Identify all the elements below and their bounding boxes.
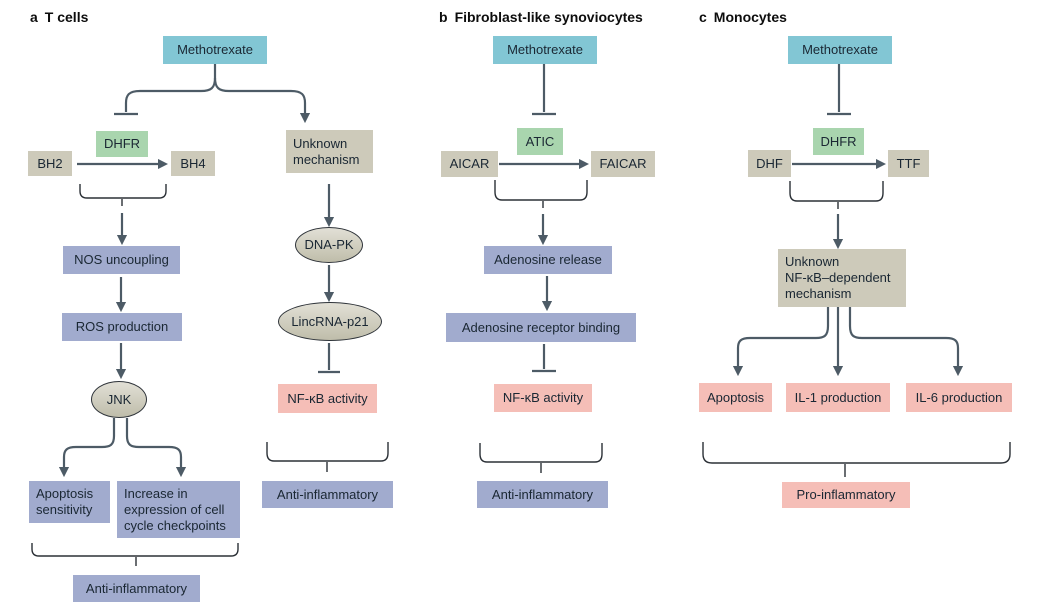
- node-il1-production: IL-1 production: [786, 383, 890, 412]
- node-nos-uncoupling: NOS uncoupling: [63, 246, 180, 274]
- panel-a-letter: a: [30, 9, 38, 25]
- bracket-bh2-bh4: [79, 184, 167, 199]
- branch-methotrexate-to-dhfr: [124, 64, 217, 112]
- node-anti-inflammatory-unknown-branch: Anti-inflammatory: [262, 481, 393, 508]
- bracket-jnk-outcomes: [31, 543, 239, 557]
- node-ros-production: ROS production: [62, 313, 182, 341]
- node-faicar: FAICAR: [591, 151, 655, 177]
- node-lincrna-p21: LincRNA-p21: [278, 302, 382, 341]
- branch-methotrexate-to-unknown: [213, 77, 311, 124]
- branch-jnk-to-cell-cycle: [125, 418, 187, 478]
- node-apoptosis-c: Apoptosis: [699, 383, 772, 412]
- node-pro-inflammatory: Pro-inflammatory: [782, 482, 910, 508]
- node-il6-production: IL-6 production: [906, 383, 1012, 412]
- node-nfkb-activity-b: NF-κB activity: [494, 384, 592, 412]
- bracket-proinflammatory: [702, 442, 1011, 464]
- branch-jnk-to-apoptosis-sensitivity: [58, 418, 116, 478]
- panel-b-header: b Fibroblast-like synoviocytes: [439, 9, 643, 25]
- node-dhfr-a: DHFR: [96, 131, 148, 157]
- panel-b-title: Fibroblast-like synoviocytes: [454, 9, 643, 25]
- node-cell-cycle-checkpoints: Increase in expression of cell cycle che…: [117, 481, 240, 538]
- panel-a-header: a T cells: [30, 9, 88, 25]
- node-anti-inflammatory-b: Anti-inflammatory: [477, 481, 608, 508]
- node-methotrexate-a: Methotrexate: [163, 36, 267, 64]
- node-nfkb-activity-a: NF-κB activity: [278, 384, 377, 413]
- node-methotrexate-b: Methotrexate: [493, 36, 597, 64]
- node-dhfr-c: DHFR: [813, 128, 864, 155]
- node-aicar: AICAR: [441, 151, 498, 177]
- node-adenosine-release: Adenosine release: [484, 246, 612, 274]
- panel-c-letter: c: [699, 9, 707, 25]
- node-anti-inflammatory-jnk-branch: Anti-inflammatory: [73, 575, 200, 602]
- panel-b-letter: b: [439, 9, 448, 25]
- panel-c-header: c Monocytes: [699, 9, 787, 25]
- node-bh4: BH4: [171, 151, 215, 176]
- node-jnk: JNK: [91, 381, 147, 418]
- node-adenosine-receptor-binding: Adenosine receptor binding: [446, 313, 636, 342]
- bracket-dhf-ttf: [789, 181, 884, 202]
- node-atic: ATIC: [517, 128, 563, 155]
- bracket-nfkb-a: [266, 442, 389, 462]
- node-methotrexate-c: Methotrexate: [788, 36, 892, 64]
- node-bh2: BH2: [28, 151, 72, 176]
- node-dhf: DHF: [748, 150, 791, 177]
- node-ttf: TTF: [888, 150, 929, 177]
- branch-mechanism-to-apoptosis: [732, 307, 830, 377]
- branch-mechanism-to-il6: [848, 307, 964, 377]
- node-dna-pk: DNA-PK: [295, 227, 363, 263]
- node-unknown-nfkb-mechanism: Unknown NF-κB–dependent mechanism: [778, 249, 906, 307]
- bracket-nfkb-b: [479, 443, 603, 463]
- panel-c-title: Monocytes: [713, 9, 787, 25]
- node-apoptosis-sensitivity: Apoptosis sensitivity: [29, 481, 110, 523]
- bracket-aicar-faicar: [494, 180, 588, 201]
- panel-a-title: T cells: [44, 9, 89, 25]
- node-unknown-mechanism: Unknown mechanism: [286, 130, 373, 173]
